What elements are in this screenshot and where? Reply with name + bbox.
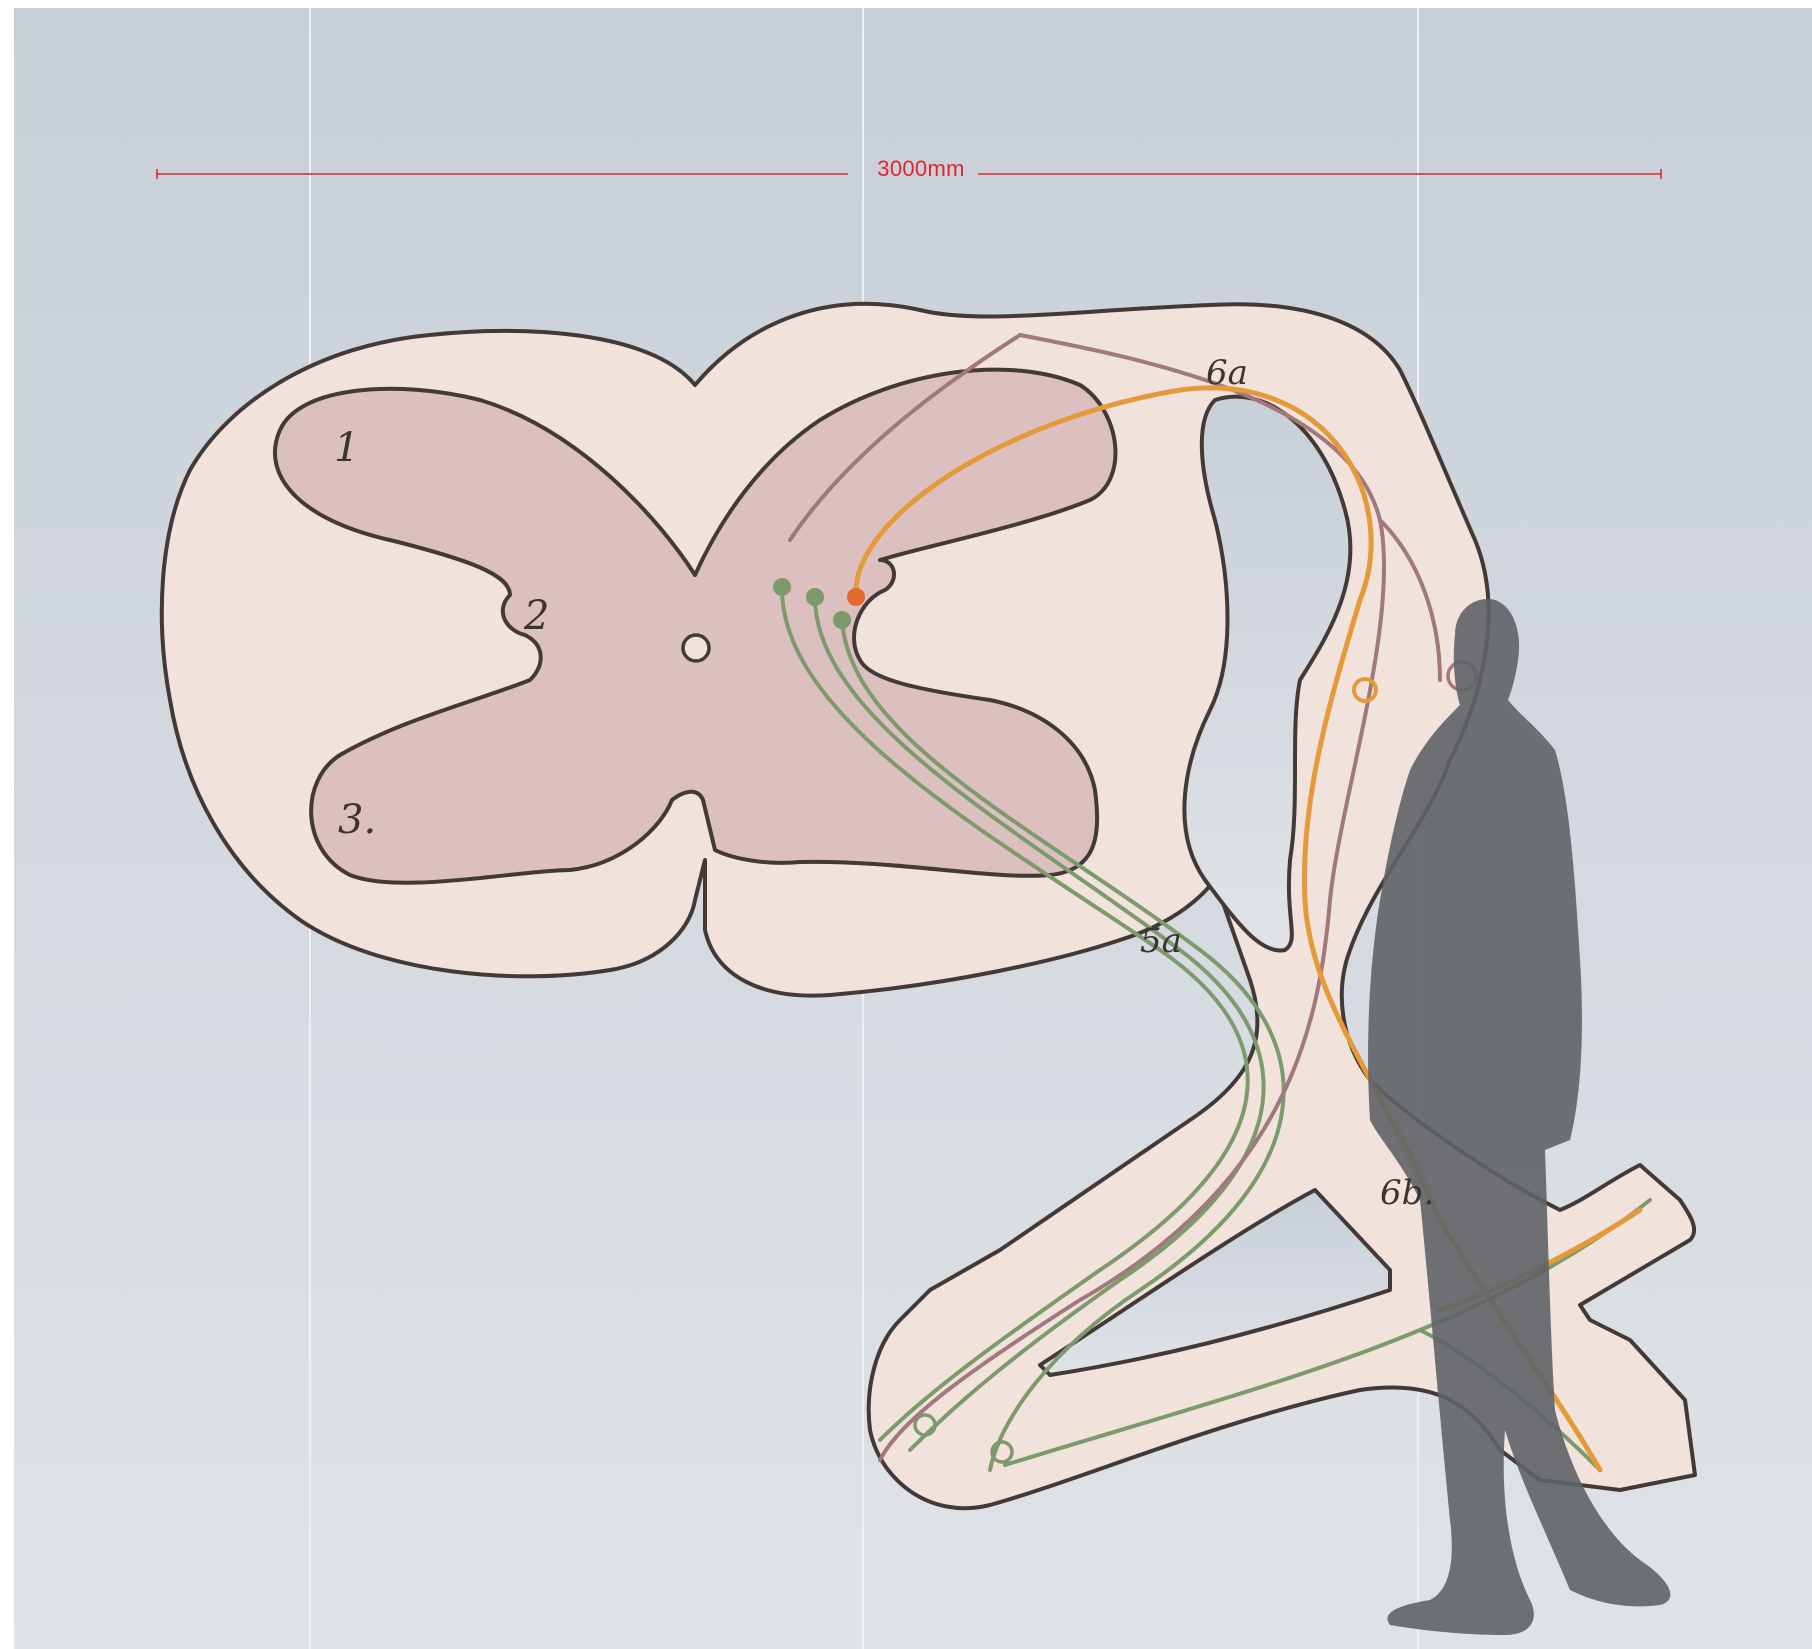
fiber-label-6b: 6b. xyxy=(1380,1176,1434,1210)
dimension-label: 3000mm xyxy=(836,156,1006,182)
region-label-3: 3. xyxy=(338,800,376,840)
region-label-2: 2 xyxy=(524,596,549,636)
central-canal xyxy=(683,635,709,661)
fiber-label-6a: 6a xyxy=(1206,356,1248,390)
region-label-1: 1 xyxy=(334,428,359,468)
fiber-label-5a: 5a xyxy=(1140,924,1182,958)
